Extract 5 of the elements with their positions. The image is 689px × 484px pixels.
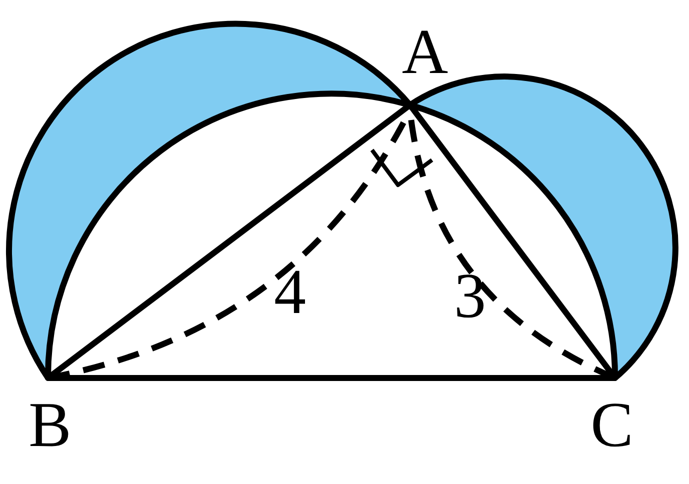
point-label: A [402, 20, 448, 84]
point-label: C [590, 393, 634, 457]
length-label: 4 [274, 260, 306, 324]
length-label: 3 [454, 264, 486, 328]
point-label: B [28, 393, 72, 457]
